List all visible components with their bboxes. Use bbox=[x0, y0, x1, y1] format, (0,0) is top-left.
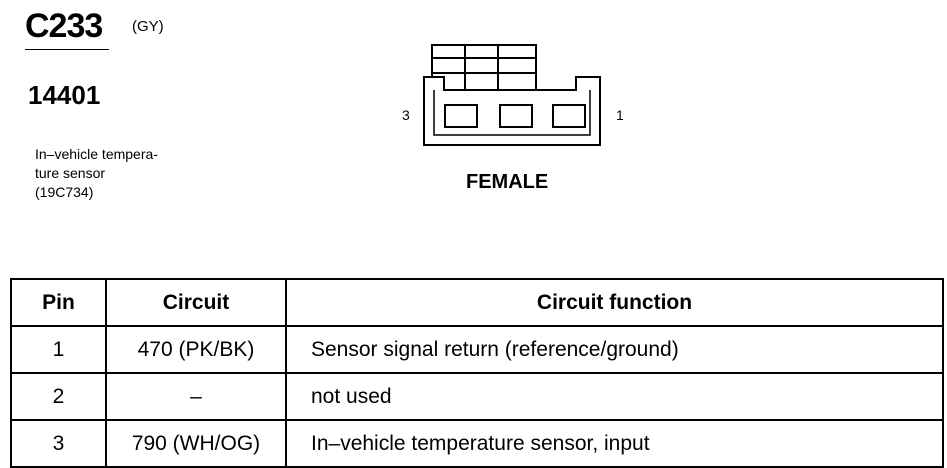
pin-cell: 3 bbox=[10, 419, 107, 468]
pin-label-left: 3 bbox=[402, 107, 410, 123]
function-cell: Sensor signal return (reference/ground) bbox=[285, 325, 944, 374]
circuit-cell: 470 (PK/BK) bbox=[105, 325, 287, 374]
description-line: In–vehicle tempera- bbox=[35, 146, 158, 162]
pin-cavity-3 bbox=[444, 104, 478, 128]
table-row: 3 790 (WH/OG) In–vehicle temperature sen… bbox=[10, 419, 944, 468]
connector-color: (GY) bbox=[132, 18, 164, 35]
pin-cell: 2 bbox=[10, 372, 107, 421]
connector-face-diagram: 3 1 bbox=[402, 44, 624, 146]
function-cell: not used bbox=[285, 372, 944, 421]
header-circuit-function: Circuit function bbox=[285, 278, 944, 327]
table-row: 1 470 (PK/BK) Sensor signal return (refe… bbox=[10, 325, 944, 374]
table-header-row: Pin Circuit Circuit function bbox=[10, 278, 944, 327]
pin-table: Pin Circuit Circuit function 1 470 (PK/B… bbox=[10, 278, 944, 468]
connector-id: C233 bbox=[25, 7, 103, 45]
pin-cell: 1 bbox=[10, 325, 107, 374]
pin-label-right: 1 bbox=[616, 107, 624, 123]
header-pin: Pin bbox=[10, 278, 107, 327]
connector-latch bbox=[431, 44, 537, 91]
connector-gender: FEMALE bbox=[466, 171, 549, 193]
pin-cavity-2 bbox=[499, 104, 533, 128]
pin-cavity-1 bbox=[552, 104, 586, 128]
table-row: 2 – not used bbox=[10, 372, 944, 421]
description-line: (19C734) bbox=[35, 184, 94, 200]
circuit-cell: 790 (WH/OG) bbox=[105, 419, 287, 468]
part-number: 14401 bbox=[28, 80, 101, 110]
description-line: ture sensor bbox=[35, 165, 106, 181]
component-description: In–vehicle tempera- ture sensor (19C734) bbox=[35, 145, 158, 202]
circuit-cell: – bbox=[105, 372, 287, 421]
header-circuit: Circuit bbox=[105, 278, 287, 327]
connector-id-underline bbox=[25, 49, 109, 50]
function-cell: In–vehicle temperature sensor, input bbox=[285, 419, 944, 468]
connector-inner-outline bbox=[433, 90, 591, 136]
